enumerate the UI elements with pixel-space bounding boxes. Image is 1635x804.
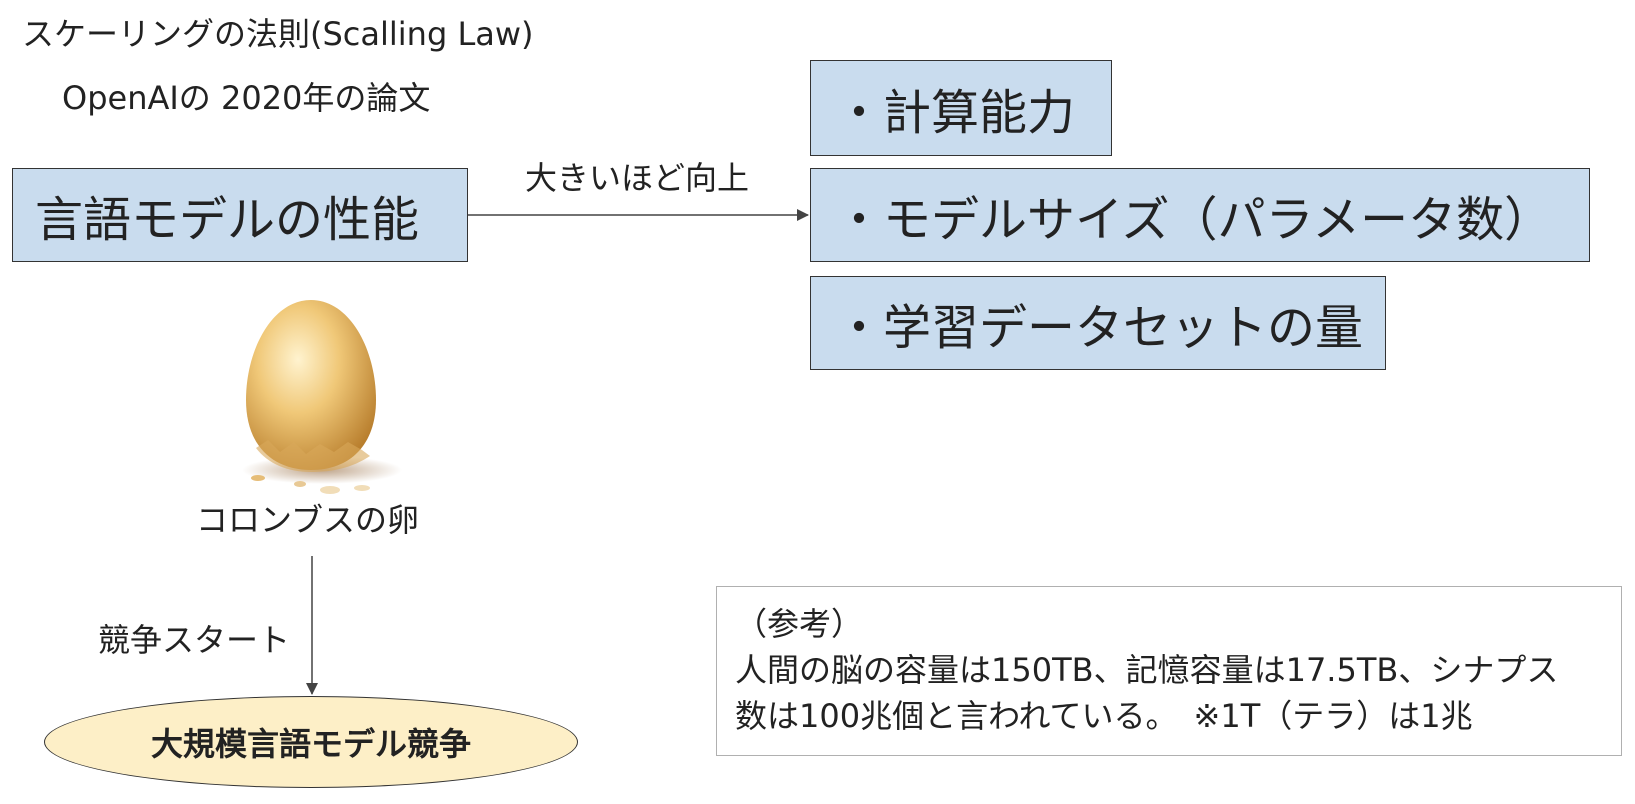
note-line-1: 人間の脳の容量は150TB、記憶容量は17.5TB、シナプス	[735, 651, 1559, 689]
factor-model-size-box: ・モデルサイズ（パラメータ数）	[810, 168, 1590, 262]
slide-title: スケーリングの法則(Scalling Law)	[22, 15, 534, 53]
note-heading: （参考）	[735, 605, 864, 643]
slide-subtitle: OpenAIの 2020年の論文	[62, 79, 431, 117]
egg-icon	[242, 300, 402, 494]
llm-competition-ellipse: 大規模言語モデル競争	[44, 696, 578, 788]
note-line-2: 数は100兆個と言われている。 ※1T（テラ）は1兆	[735, 697, 1473, 735]
factor-compute-box: ・計算能力	[810, 60, 1112, 156]
arrow-label: 大きいほど向上	[525, 159, 750, 197]
reference-note: （参考） 人間の脳の容量は150TB、記憶容量は17.5TB、シナプス 数は10…	[716, 586, 1622, 756]
competition-start-label: 競争スタート	[98, 621, 291, 659]
llm-performance-box: 言語モデルの性能	[12, 168, 468, 262]
egg-caption: コロンブスの卵	[196, 501, 420, 539]
factor-dataset-box: ・学習データセットの量	[810, 276, 1386, 370]
